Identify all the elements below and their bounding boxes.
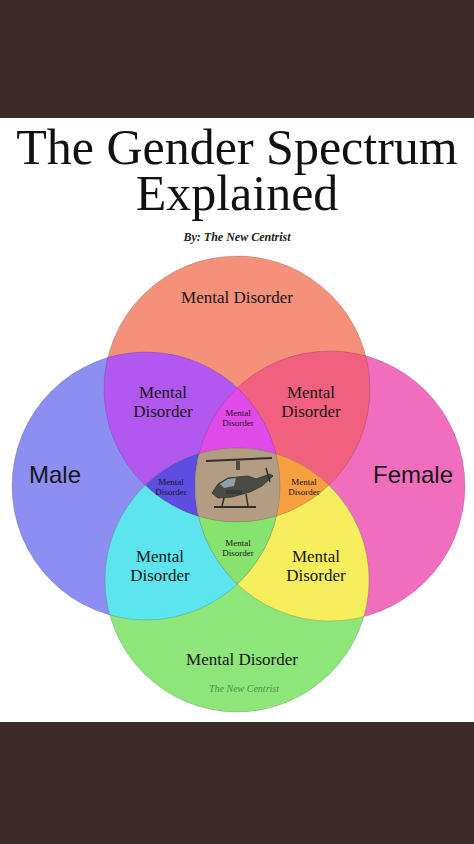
bottom-circle [105,448,369,712]
female-circle-region: Female [373,462,453,489]
bottom-band [0,722,474,844]
overlap-region: Mental Disorder [274,547,358,585]
top-circle-region: Mental Disorder [181,288,293,307]
region-label: Mental Disorder [269,383,353,421]
region-label: Male [29,462,81,489]
region-label: Mental Disorder [217,408,259,428]
overlap-region: Mental Disorder [118,547,202,585]
region-label: Mental Disorder [121,383,205,421]
overlap-region [105,448,369,712]
center-region [105,448,369,712]
helicopter-illustration [206,458,273,507]
bottom-circle-region: Mental Disorder [186,650,298,669]
overlap-region: Mental Disorder [121,383,205,421]
overlap-region [105,448,369,712]
region-label: Mental Disorder [181,288,293,307]
region-label: Mental Disorder [186,650,298,669]
region-label: Mental Disorder [274,547,358,585]
overlap-region [105,448,369,712]
overlap-region [105,448,369,712]
overlap-region [105,448,369,712]
region-label: Female [373,462,453,489]
overlap-region: Mental Disorder [282,477,326,497]
top-band [0,0,474,118]
region-label: Mental Disorder [217,538,259,558]
watermark: The New Centrist [209,683,279,694]
circle-outlines [12,256,465,712]
overlap-region: Mental Disorder [149,477,193,497]
region-label: Mental Disorder [118,547,202,585]
region-label: Mental Disorder [149,477,193,497]
region-label: Mental Disorder [282,477,326,497]
overlap-region: Mental Disorder [217,538,259,558]
diagram-title: The Gender Spectrum Explained [5,124,469,216]
overlap-region [105,448,369,712]
overlap-region: Mental Disorder [217,408,259,428]
male-circle-region: Male [29,462,81,489]
byline: By: The New Centrist [184,230,291,245]
overlap-region: Mental Disorder [269,383,353,421]
